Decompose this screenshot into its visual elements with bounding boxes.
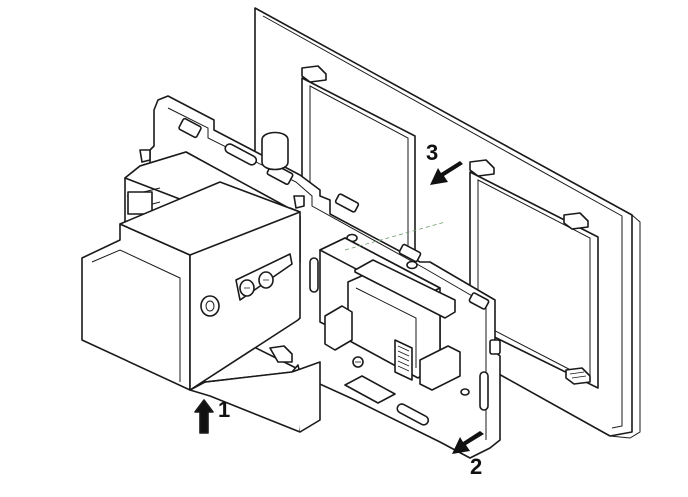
step-2-marker: 2 xyxy=(452,431,484,479)
jack-module xyxy=(81,131,321,433)
frame-clip-2 xyxy=(469,159,495,177)
connector-module xyxy=(319,237,461,404)
alignment-guide xyxy=(344,221,446,251)
frame-clip-3 xyxy=(563,212,589,230)
frame-clip-1 xyxy=(301,65,327,83)
step-3-marker: 3 xyxy=(426,140,463,185)
jack-screw-front xyxy=(200,295,220,317)
terminal-strip xyxy=(394,339,413,381)
mounting-cylinder xyxy=(261,131,289,171)
step-1-arrow-icon xyxy=(194,399,214,434)
jack-latch xyxy=(127,191,153,215)
step-3-arrow-icon xyxy=(430,161,463,185)
step-2-label: 2 xyxy=(470,454,482,479)
step-2-arrow-icon xyxy=(452,431,484,454)
step-1-label: 1 xyxy=(218,397,230,422)
step-3-label: 3 xyxy=(426,140,438,165)
step-1-marker: 1 xyxy=(194,397,230,434)
